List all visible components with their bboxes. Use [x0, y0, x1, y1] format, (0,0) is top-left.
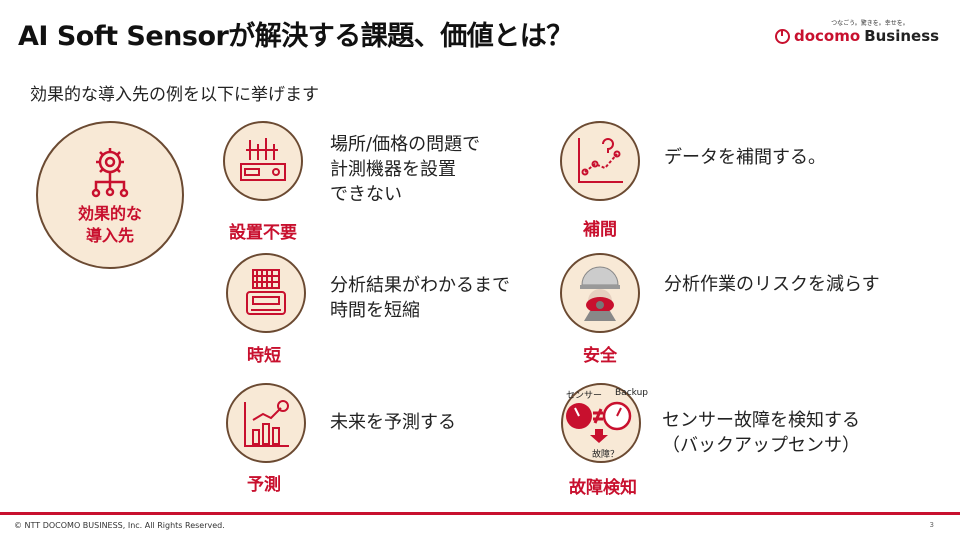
- subtitle: 効果的な導入先の例を以下に挙げます: [30, 85, 319, 105]
- desc-fault-detection: センサー故障を検知する（バックアップセンサ）: [662, 410, 860, 456]
- backup-label: Backup: [615, 388, 648, 398]
- center-circle: 効果的な導入先: [36, 121, 184, 269]
- copyright: © NTT DOCOMO BUSINESS, Inc. All Rights R…: [14, 521, 225, 530]
- logo-business: Business: [864, 27, 940, 45]
- page-title: AI Soft Sensorが解決する課題、価値とは？: [18, 21, 573, 52]
- page-number: 3: [929, 521, 934, 529]
- caption-interpolation: 補間: [583, 220, 617, 240]
- caption-prediction: 予測: [247, 475, 281, 495]
- gear-network-icon: [91, 147, 129, 197]
- fault-label: 故障？: [592, 450, 620, 460]
- forecast-chart-icon: [244, 400, 289, 447]
- no-install-circle: [223, 121, 303, 201]
- caption-safety: 安全: [583, 346, 617, 366]
- analyzer-icon: [246, 269, 286, 315]
- time-saving-circle: [226, 253, 306, 333]
- sensor-label: センサー: [566, 391, 603, 401]
- interpolation-circle: [560, 121, 640, 201]
- safety-circle: [560, 253, 640, 333]
- desc-no-install: 場所/価格の問題で計測機器を設置できない: [330, 134, 481, 205]
- measuring-device-icon: [240, 138, 286, 181]
- sensor-gauges-icon: [566, 401, 632, 443]
- logo-docomo: docomo: [794, 27, 861, 45]
- desc-interpolation: データを補間する。: [664, 147, 826, 168]
- desc-time-saving: 分析結果がわかるまで時間を短縮: [330, 275, 510, 321]
- center-label-2: 導入先: [85, 225, 134, 245]
- desc-prediction: 未来を予測する: [330, 412, 456, 433]
- caption-no-install: 設置不要: [229, 223, 297, 243]
- caption-time-saving: 時短: [247, 346, 281, 366]
- logo-tagline: つなごう。驚きを。幸せを。: [831, 20, 909, 27]
- footer-divider: [0, 512, 960, 515]
- interpolation-chart-icon: [578, 138, 623, 183]
- gas-mask-icon: [580, 266, 620, 321]
- caption-fault-detection: 故障検知: [569, 478, 637, 498]
- center-label-1: 効果的な: [77, 203, 142, 223]
- desc-safety: 分析作業のリスクを減らす: [664, 274, 880, 295]
- prediction-circle: [226, 383, 306, 463]
- docomo-ring-icon: [775, 28, 790, 44]
- fault-detection-circle: [561, 383, 641, 463]
